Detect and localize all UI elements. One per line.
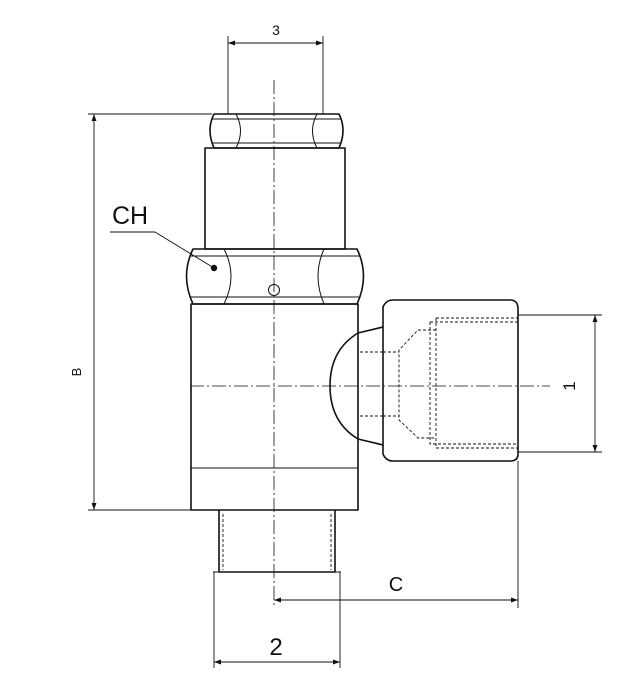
dimension-bottom-label: 2 xyxy=(269,634,282,661)
dimension-left-label: B xyxy=(69,368,84,377)
middle-hex-nut xyxy=(185,248,365,305)
dimension-top: 3 xyxy=(227,22,324,114)
centerlines xyxy=(190,80,550,605)
dimension-right: 1 xyxy=(518,314,602,453)
bottom-stem xyxy=(213,509,341,573)
dimension-left: B xyxy=(69,113,212,511)
callout-label: CH xyxy=(112,202,148,230)
upper-body xyxy=(204,147,346,250)
top-hex-nut xyxy=(209,113,344,149)
callout-dot xyxy=(210,264,218,272)
dimension-bottom-right: C xyxy=(274,461,519,608)
dimension-right-label: 1 xyxy=(560,381,579,390)
dimension-top-label: 3 xyxy=(272,22,280,38)
dimension-bottom: 2 xyxy=(213,572,341,668)
dimension-bottom-right-label: C xyxy=(389,574,403,596)
callout-ch: CH xyxy=(110,202,218,272)
